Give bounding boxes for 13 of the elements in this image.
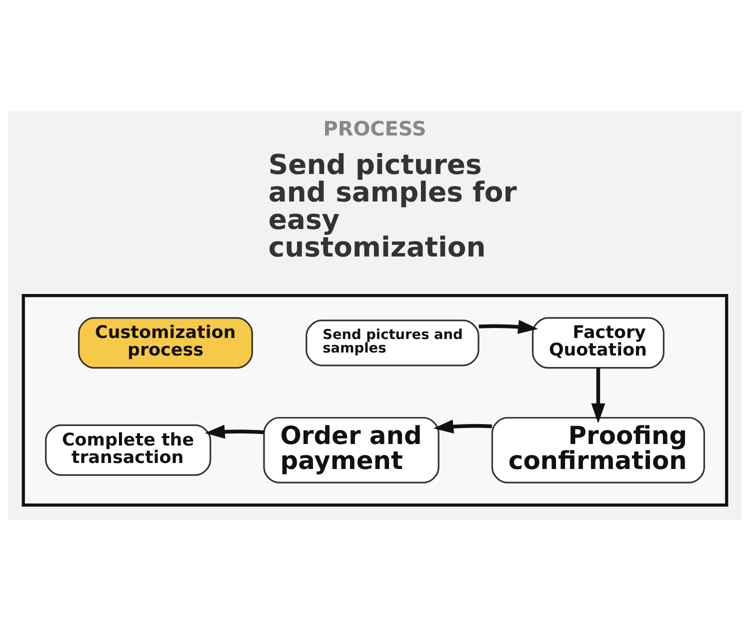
cluster — [22, 294, 728, 507]
arrow — [478, 320, 538, 334]
node-box: Complete the transaction — [45, 424, 212, 476]
node-box: Factory Quotation — [532, 317, 664, 369]
diagram-title: PROCESS — [323, 116, 426, 141]
arrow — [591, 368, 606, 424]
node-box: Order and payment — [263, 416, 440, 484]
label: Send pictures and samples for easy customization — [268, 150, 517, 264]
node-box: Proofing confirmation — [491, 416, 705, 484]
node-box: Customization process — [78, 317, 253, 369]
arrow — [433, 420, 492, 434]
arrow — [204, 424, 264, 439]
node-box: Send pictures and samples — [306, 320, 480, 366]
